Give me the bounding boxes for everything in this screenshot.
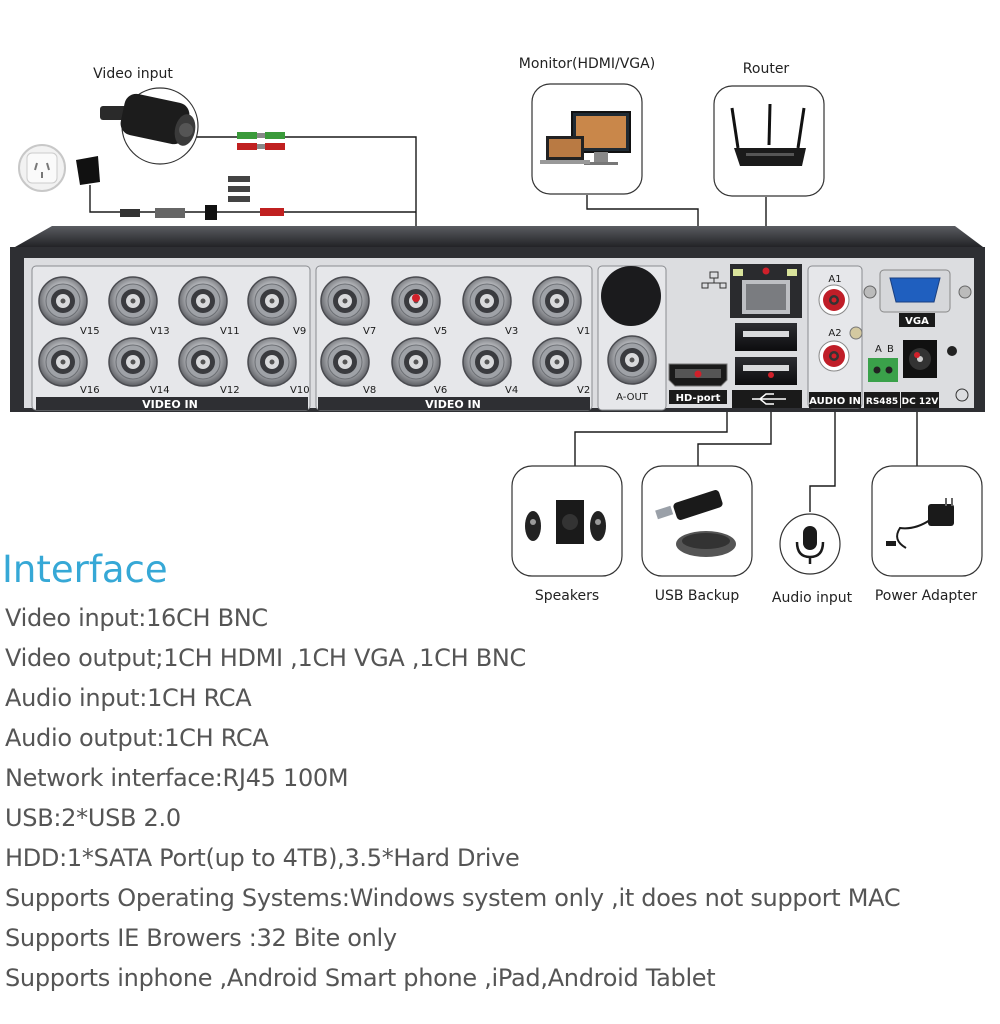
- audio-input-label: Audio input: [771, 590, 853, 606]
- bnc-connector: [391, 337, 441, 387]
- vga-port: VGA: [879, 269, 951, 327]
- channel-label: V7: [363, 326, 376, 337]
- bnc-connector: [38, 276, 88, 326]
- audio-in-label: AUDIO IN: [809, 396, 861, 407]
- hdmi-port: HD-port: [668, 363, 728, 404]
- rs485-label: RS485: [866, 397, 898, 407]
- channel-label: V11: [220, 326, 240, 337]
- spec-item: Supports IE Browers :32 Bite only: [5, 924, 397, 952]
- usb-backup-label: USB Backup: [654, 588, 740, 604]
- channel-label: V15: [80, 326, 100, 337]
- channel-label: V4: [505, 385, 518, 396]
- speakers-label: Speakers: [534, 588, 600, 604]
- usb-backup-icon: [641, 465, 753, 577]
- hd-port-label: HD-port: [676, 393, 721, 404]
- bnc-connector: [320, 337, 370, 387]
- power-adapter-icon: [871, 465, 983, 577]
- camera-illustration: [100, 87, 199, 165]
- microphone-icon: [779, 513, 841, 575]
- channel-label: V13: [150, 326, 170, 337]
- video-in-label-left: VIDEO IN: [142, 398, 198, 411]
- rs485-port: A B RS485: [864, 344, 900, 408]
- bnc-connector: [247, 276, 297, 326]
- network-icon: [701, 271, 727, 289]
- bnc-connector: [178, 276, 228, 326]
- channel-label: V10: [290, 385, 310, 396]
- channel-label: V2: [577, 385, 590, 396]
- usb-ports: [732, 323, 802, 408]
- channel-label: V9: [293, 326, 306, 337]
- usb-icon: [752, 393, 786, 405]
- speakers-icon: [511, 465, 623, 577]
- interface-title: Interface: [2, 548, 168, 591]
- dvr-chassis: [10, 226, 985, 412]
- bnc-connector: [462, 337, 512, 387]
- vga-label: VGA: [905, 316, 929, 327]
- channel-label: V3: [505, 326, 518, 337]
- spec-item: HDD:1*SATA Port(up to 4TB),3.5*Hard Driv…: [5, 844, 520, 872]
- bnc-connector: [462, 276, 512, 326]
- monitor-label: Monitor(HDMI/VGA): [518, 56, 656, 72]
- bnc-connector: [320, 276, 370, 326]
- bnc-connector: [108, 276, 158, 326]
- spec-list: Video input:16CH BNC Video output;1CH HD…: [5, 598, 901, 998]
- channel-label: V14: [150, 385, 170, 396]
- bnc-connector: [532, 276, 582, 326]
- router-label: Router: [742, 61, 790, 77]
- a-out-section: A-OUT: [601, 266, 661, 403]
- wall-outlet-icon: [18, 144, 66, 192]
- bnc-connector: [38, 337, 88, 387]
- screw-icon: [849, 285, 972, 340]
- ground-icon: [955, 388, 969, 402]
- channel-label: V12: [220, 385, 240, 396]
- channel-label: V16: [80, 385, 100, 396]
- channel-label: V6: [434, 385, 447, 396]
- router-icon: [713, 85, 825, 197]
- bnc-connector: [532, 337, 582, 387]
- video-in-label-right: VIDEO IN: [425, 398, 481, 411]
- rj45-port: [730, 264, 802, 318]
- rs485-a-label: A: [875, 344, 882, 355]
- spec-item: Network interface:RJ45 100M: [5, 764, 349, 792]
- a1-label: A1: [828, 274, 841, 285]
- monitor-icon: [531, 83, 643, 195]
- a-out-label: A-OUT: [616, 392, 649, 403]
- rs485-b-label: B: [887, 344, 894, 355]
- spec-item: Audio input:1CH RCA: [5, 684, 252, 712]
- bnc-connector: [108, 337, 158, 387]
- channel-label: V8: [363, 385, 376, 396]
- cable-connectors: [120, 132, 285, 220]
- channel-label: V1: [577, 326, 590, 337]
- bnc-connector: [178, 337, 228, 387]
- dc-power-port: DC 12V: [901, 340, 969, 408]
- video-input-label: Video input: [93, 66, 173, 82]
- channel-label: V5: [434, 326, 447, 337]
- a-out-bnc: [607, 335, 657, 385]
- spec-item: USB:2*USB 2.0: [5, 804, 181, 832]
- spec-item: Video output;1CH HDMI ,1CH VGA ,1CH BNC: [5, 644, 526, 672]
- spec-item: Supports inphone ,Android Smart phone ,i…: [5, 964, 716, 992]
- spec-item: Audio output:1CH RCA: [5, 724, 269, 752]
- spec-item: Video input:16CH BNC: [5, 604, 268, 632]
- dvr-connection-diagram: V15 V13 V11 V9 V16 V14 V12 V10 V7 V5 V3 …: [10, 83, 985, 577]
- dc12v-label: DC 12V: [902, 397, 939, 407]
- audio-rca-ports: A1 A2 AUDIO IN: [809, 274, 861, 408]
- camera-power-adapter-icon: [76, 156, 100, 185]
- a2-label: A2: [828, 328, 841, 339]
- power-adapter-label: Power Adapter: [874, 588, 978, 604]
- bnc-connector: [247, 337, 297, 387]
- video-input-marker: [412, 294, 420, 302]
- spec-item: Supports Operating Systems:Windows syste…: [5, 884, 901, 912]
